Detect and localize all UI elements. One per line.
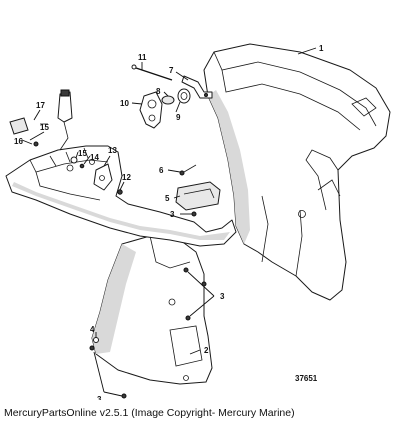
part-11-rod (131, 64, 173, 81)
callout-17: 17 (36, 101, 45, 110)
callout-12: 12 (122, 173, 131, 182)
callout-2: 2 (204, 346, 209, 355)
part-10-lever (139, 91, 163, 129)
callout-13: 13 (108, 146, 117, 155)
part-4-washer (93, 337, 99, 343)
part-6-screw (179, 164, 197, 176)
callout-8: 8 (156, 87, 161, 96)
callout-3a: 3 (170, 210, 175, 219)
parts-diagram: 1 2 3 3 3 4 5 6 7 8 9 10 11 12 13 14 15 … (5, 43, 391, 400)
callout-7: 7 (169, 66, 174, 75)
part-8-9-knob (161, 88, 191, 105)
leader-lines (21, 47, 317, 397)
callout-9: 9 (176, 113, 181, 122)
callout-4: 4 (90, 325, 95, 334)
lower-cowl-part (91, 235, 213, 385)
callout-16: 16 (14, 137, 23, 146)
callout-14: 14 (90, 153, 99, 162)
callout-3c: 3 (97, 395, 102, 400)
callout-5: 5 (165, 194, 170, 203)
callout-15a: 15 (40, 123, 49, 132)
part-12-screw (117, 189, 123, 195)
callout-10: 10 (120, 99, 129, 108)
callout-6: 6 (159, 166, 164, 175)
part-16-17-connector (9, 89, 73, 151)
diagram-reference-number: 37651 (295, 374, 318, 383)
callout-1: 1 (319, 44, 324, 53)
copyright-caption: MercuryPartsOnline v2.5.1 (Image Copyrig… (4, 407, 295, 419)
part-14-15-fasteners (70, 156, 85, 169)
front-chaps-part (5, 145, 237, 247)
part-5-plate (175, 181, 221, 211)
callout-3b: 3 (220, 292, 225, 301)
part-7-bracket (181, 75, 213, 99)
callout-15b: 15 (78, 149, 87, 158)
callouts: 1 2 3 3 3 4 5 6 7 8 9 10 11 12 13 14 15 … (14, 44, 324, 400)
part-13-latch (93, 163, 113, 191)
callout-11: 11 (138, 53, 147, 62)
top-cowl-part (203, 43, 391, 301)
